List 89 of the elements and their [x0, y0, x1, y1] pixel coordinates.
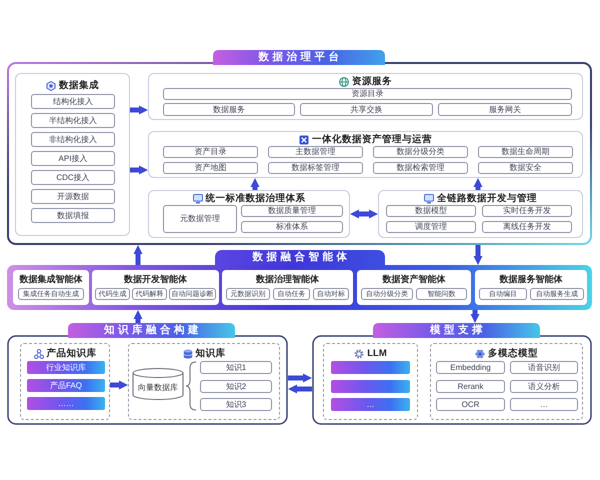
- database-cylinder: 向量数据库: [132, 368, 184, 400]
- module-box: 知识3: [200, 398, 272, 411]
- module-box: Embedding: [436, 361, 505, 374]
- panel-title: 知识库融合构建: [103, 323, 203, 337]
- module-box: 结构化接入: [31, 94, 115, 109]
- arrow: [250, 178, 260, 190]
- gradient-bar: 行业知识库: [27, 361, 105, 374]
- module-box: OCR: [436, 398, 505, 411]
- agent-card: [475, 270, 587, 305]
- arrow: [134, 245, 142, 265]
- section-title: 数据集成智能体: [20, 274, 82, 284]
- band-title-tab: 数据融合智能体: [215, 250, 385, 265]
- module-box: 服务网关: [438, 103, 572, 116]
- gradient-bar: …: [331, 398, 410, 411]
- section-title: 数据开发智能体: [124, 274, 187, 284]
- section-panel: [148, 131, 583, 178]
- module-box: 语音识别: [510, 361, 578, 374]
- module-box: 数据填报: [31, 208, 115, 223]
- section-panel: [378, 190, 583, 238]
- section-panel: [148, 73, 583, 120]
- section-title: 多模态模型: [488, 349, 538, 359]
- section-title: 数据资产智能体: [382, 274, 446, 284]
- section-title: LLM: [367, 349, 387, 359]
- arrow: [474, 178, 482, 190]
- module-box: 标准体系: [241, 221, 343, 233]
- tabbed-panel: [312, 323, 592, 425]
- dashed-panel: [430, 343, 583, 420]
- module-box: Rerank: [436, 380, 505, 393]
- agent-card: [92, 270, 219, 305]
- tabbed-panel: [7, 50, 592, 245]
- section-title: 数据服务智能体: [500, 274, 562, 284]
- section-title: 一体化数据资产管理与运营: [312, 135, 432, 145]
- gradient-bar: 产品FAQ: [27, 379, 105, 392]
- agent-card: [357, 270, 471, 305]
- section-title: 知识库: [196, 349, 226, 359]
- section-panel: [148, 190, 350, 238]
- arrow: [130, 106, 148, 114]
- module-box: 非结构化接入: [31, 132, 115, 147]
- arrow: [470, 310, 480, 323]
- module-box: 资产目录: [163, 146, 258, 158]
- module-box: 数据安全: [478, 162, 573, 174]
- arrow: [474, 245, 482, 265]
- module-box: 实时任务开发: [482, 205, 572, 217]
- module-box: 主数据管理: [268, 146, 363, 158]
- module-box: 知识2: [200, 380, 272, 393]
- gradient-bar: ……: [27, 397, 105, 410]
- arrow: [110, 380, 128, 390]
- module-box: 数据分级分类: [373, 146, 468, 158]
- module-box: 数据标签管理: [268, 162, 363, 174]
- gradient-bar: [331, 361, 410, 374]
- agent-card: [222, 270, 353, 305]
- panel-title: 数据治理平台: [257, 50, 344, 64]
- section-title: 统一标准数据治理体系: [206, 194, 306, 204]
- tabbed-panel: [7, 323, 288, 425]
- arrow: [134, 310, 142, 323]
- section-title: 数据集成: [59, 81, 99, 91]
- module-box: …: [510, 398, 578, 411]
- double-arrow: [350, 210, 378, 218]
- module-box: 资源目录: [163, 88, 572, 100]
- module-box: 数据检索管理: [373, 162, 468, 174]
- module-box: 共享交换: [300, 103, 433, 116]
- module-box: 知识1: [200, 361, 272, 374]
- arrow: [288, 384, 312, 394]
- module-box: 半结构化接入: [31, 113, 115, 128]
- dashed-panel: [20, 343, 110, 420]
- module-box: CDC接入: [31, 170, 115, 185]
- section-title: 资源服务: [352, 77, 392, 87]
- module-box: 数据模型: [386, 205, 476, 217]
- module-box: 数据服务: [163, 103, 295, 116]
- arrow: [130, 166, 148, 174]
- module-box: API接入: [31, 151, 115, 166]
- module-box: 数据质量管理: [241, 205, 343, 217]
- arrow: [288, 374, 312, 382]
- module-box: 元数据管理: [163, 205, 237, 233]
- module-box: 开源数据: [31, 189, 115, 204]
- section-panel: [15, 73, 130, 236]
- module-box: 资产地图: [163, 162, 258, 174]
- module-box: 语义分析: [510, 380, 578, 393]
- section-title: 数据治理智能体: [256, 274, 319, 284]
- module-box: 调度管理: [386, 221, 476, 233]
- module-box: 离线任务开发: [482, 221, 572, 233]
- gradient-bar: [331, 380, 410, 393]
- dashed-panel: [128, 343, 280, 420]
- agent-card: [13, 270, 89, 305]
- module-box: 数据生命周期: [478, 146, 573, 158]
- section-title: 产品知识库: [46, 349, 96, 359]
- dashed-panel: [323, 343, 418, 420]
- panel-title: 模型支撑: [428, 323, 487, 337]
- section-title: 全链路数据开发与管理: [437, 194, 537, 204]
